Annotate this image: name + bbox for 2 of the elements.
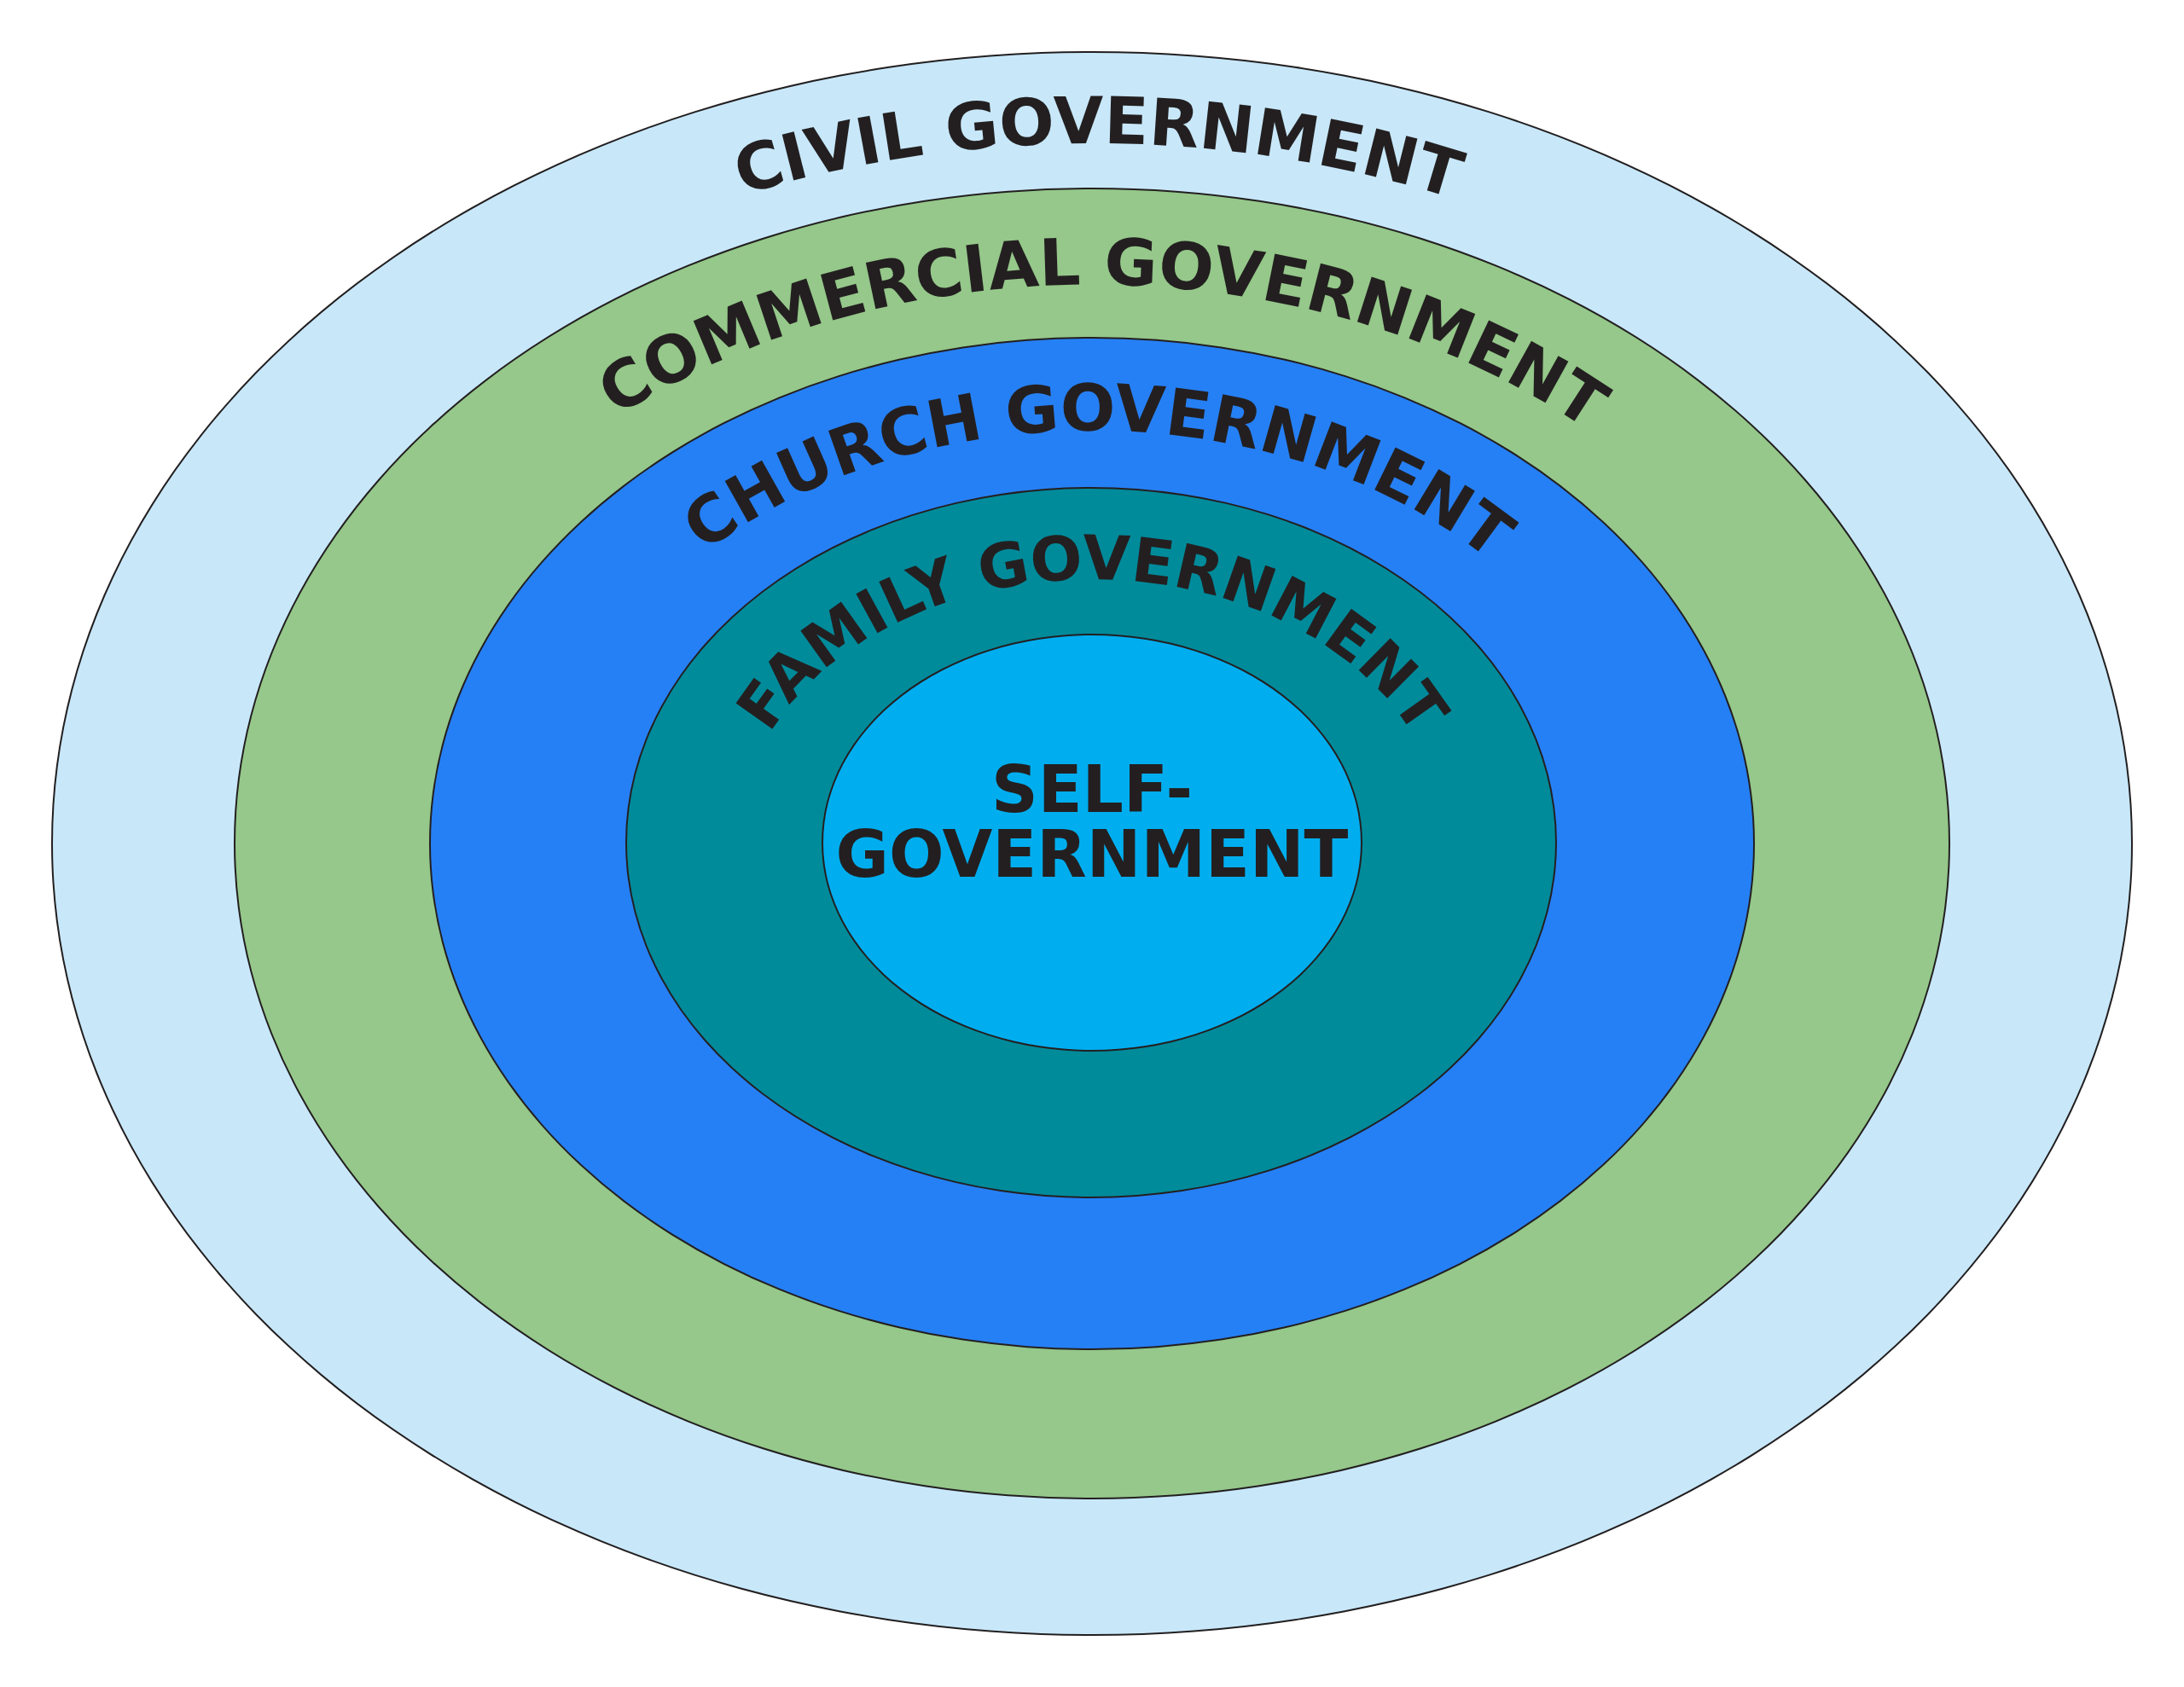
center-label: SELF-GOVERNMENT [835,757,1349,887]
ring-label: CIVIL GOVERNMENT [725,82,1472,214]
